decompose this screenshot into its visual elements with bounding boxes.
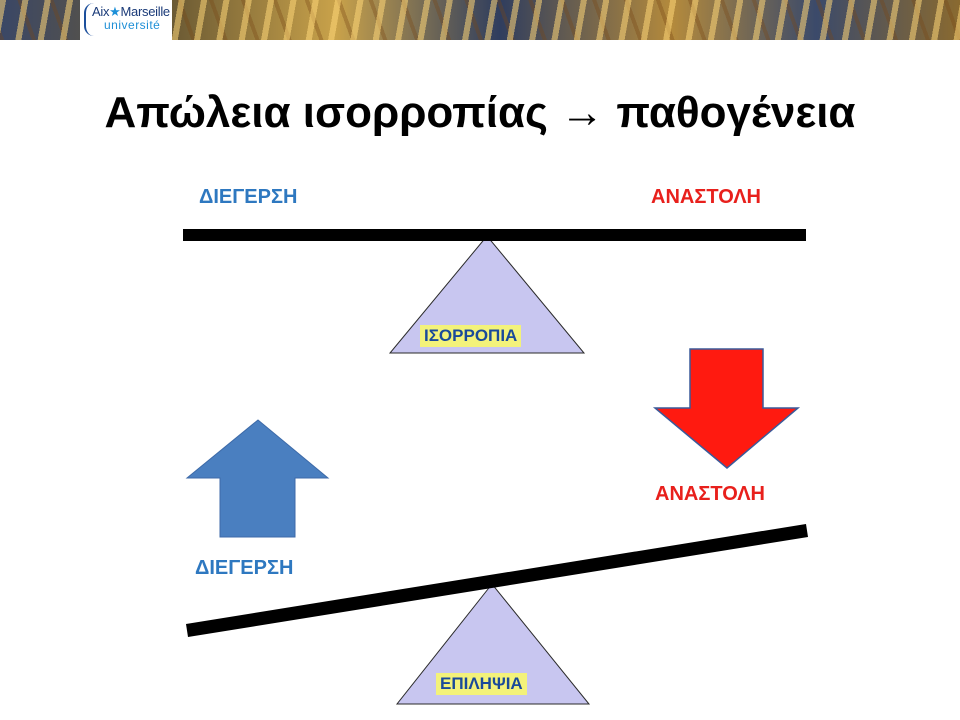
slide-title: Απώλεια ισορροπίας → παθογένεια <box>104 88 856 137</box>
unbalanced-inhibition-label: ΑΝΑΣΤΟΛΗ <box>655 483 765 505</box>
arrow-down-icon <box>652 348 801 469</box>
balanced-inhibition-label: ΑΝΑΣΤΟΛΗ <box>651 186 761 208</box>
balanced-excitation-label: ΔΙΕΓΕΡΣΗ <box>199 186 298 208</box>
unbalanced-fulcrum-label: ΕΠΙΛΗΨΙΑ <box>436 673 527 695</box>
balanced-fulcrum-label: ΙΣΟΡΡΟΠΙΑ <box>420 325 522 347</box>
arrow-up-icon <box>185 419 330 538</box>
university-logo: Aix★Marseille université <box>80 0 172 40</box>
balanced-beam <box>183 229 806 241</box>
unbalanced-excitation-label: ΔΙΕΓΕΡΣΗ <box>195 557 294 579</box>
logo-bracket <box>84 3 94 36</box>
logo-line2: université <box>104 18 161 32</box>
balanced-fulcrum <box>388 235 586 354</box>
unbalanced-beam <box>186 524 808 637</box>
logo-line1: Aix★Marseille <box>92 4 170 19</box>
